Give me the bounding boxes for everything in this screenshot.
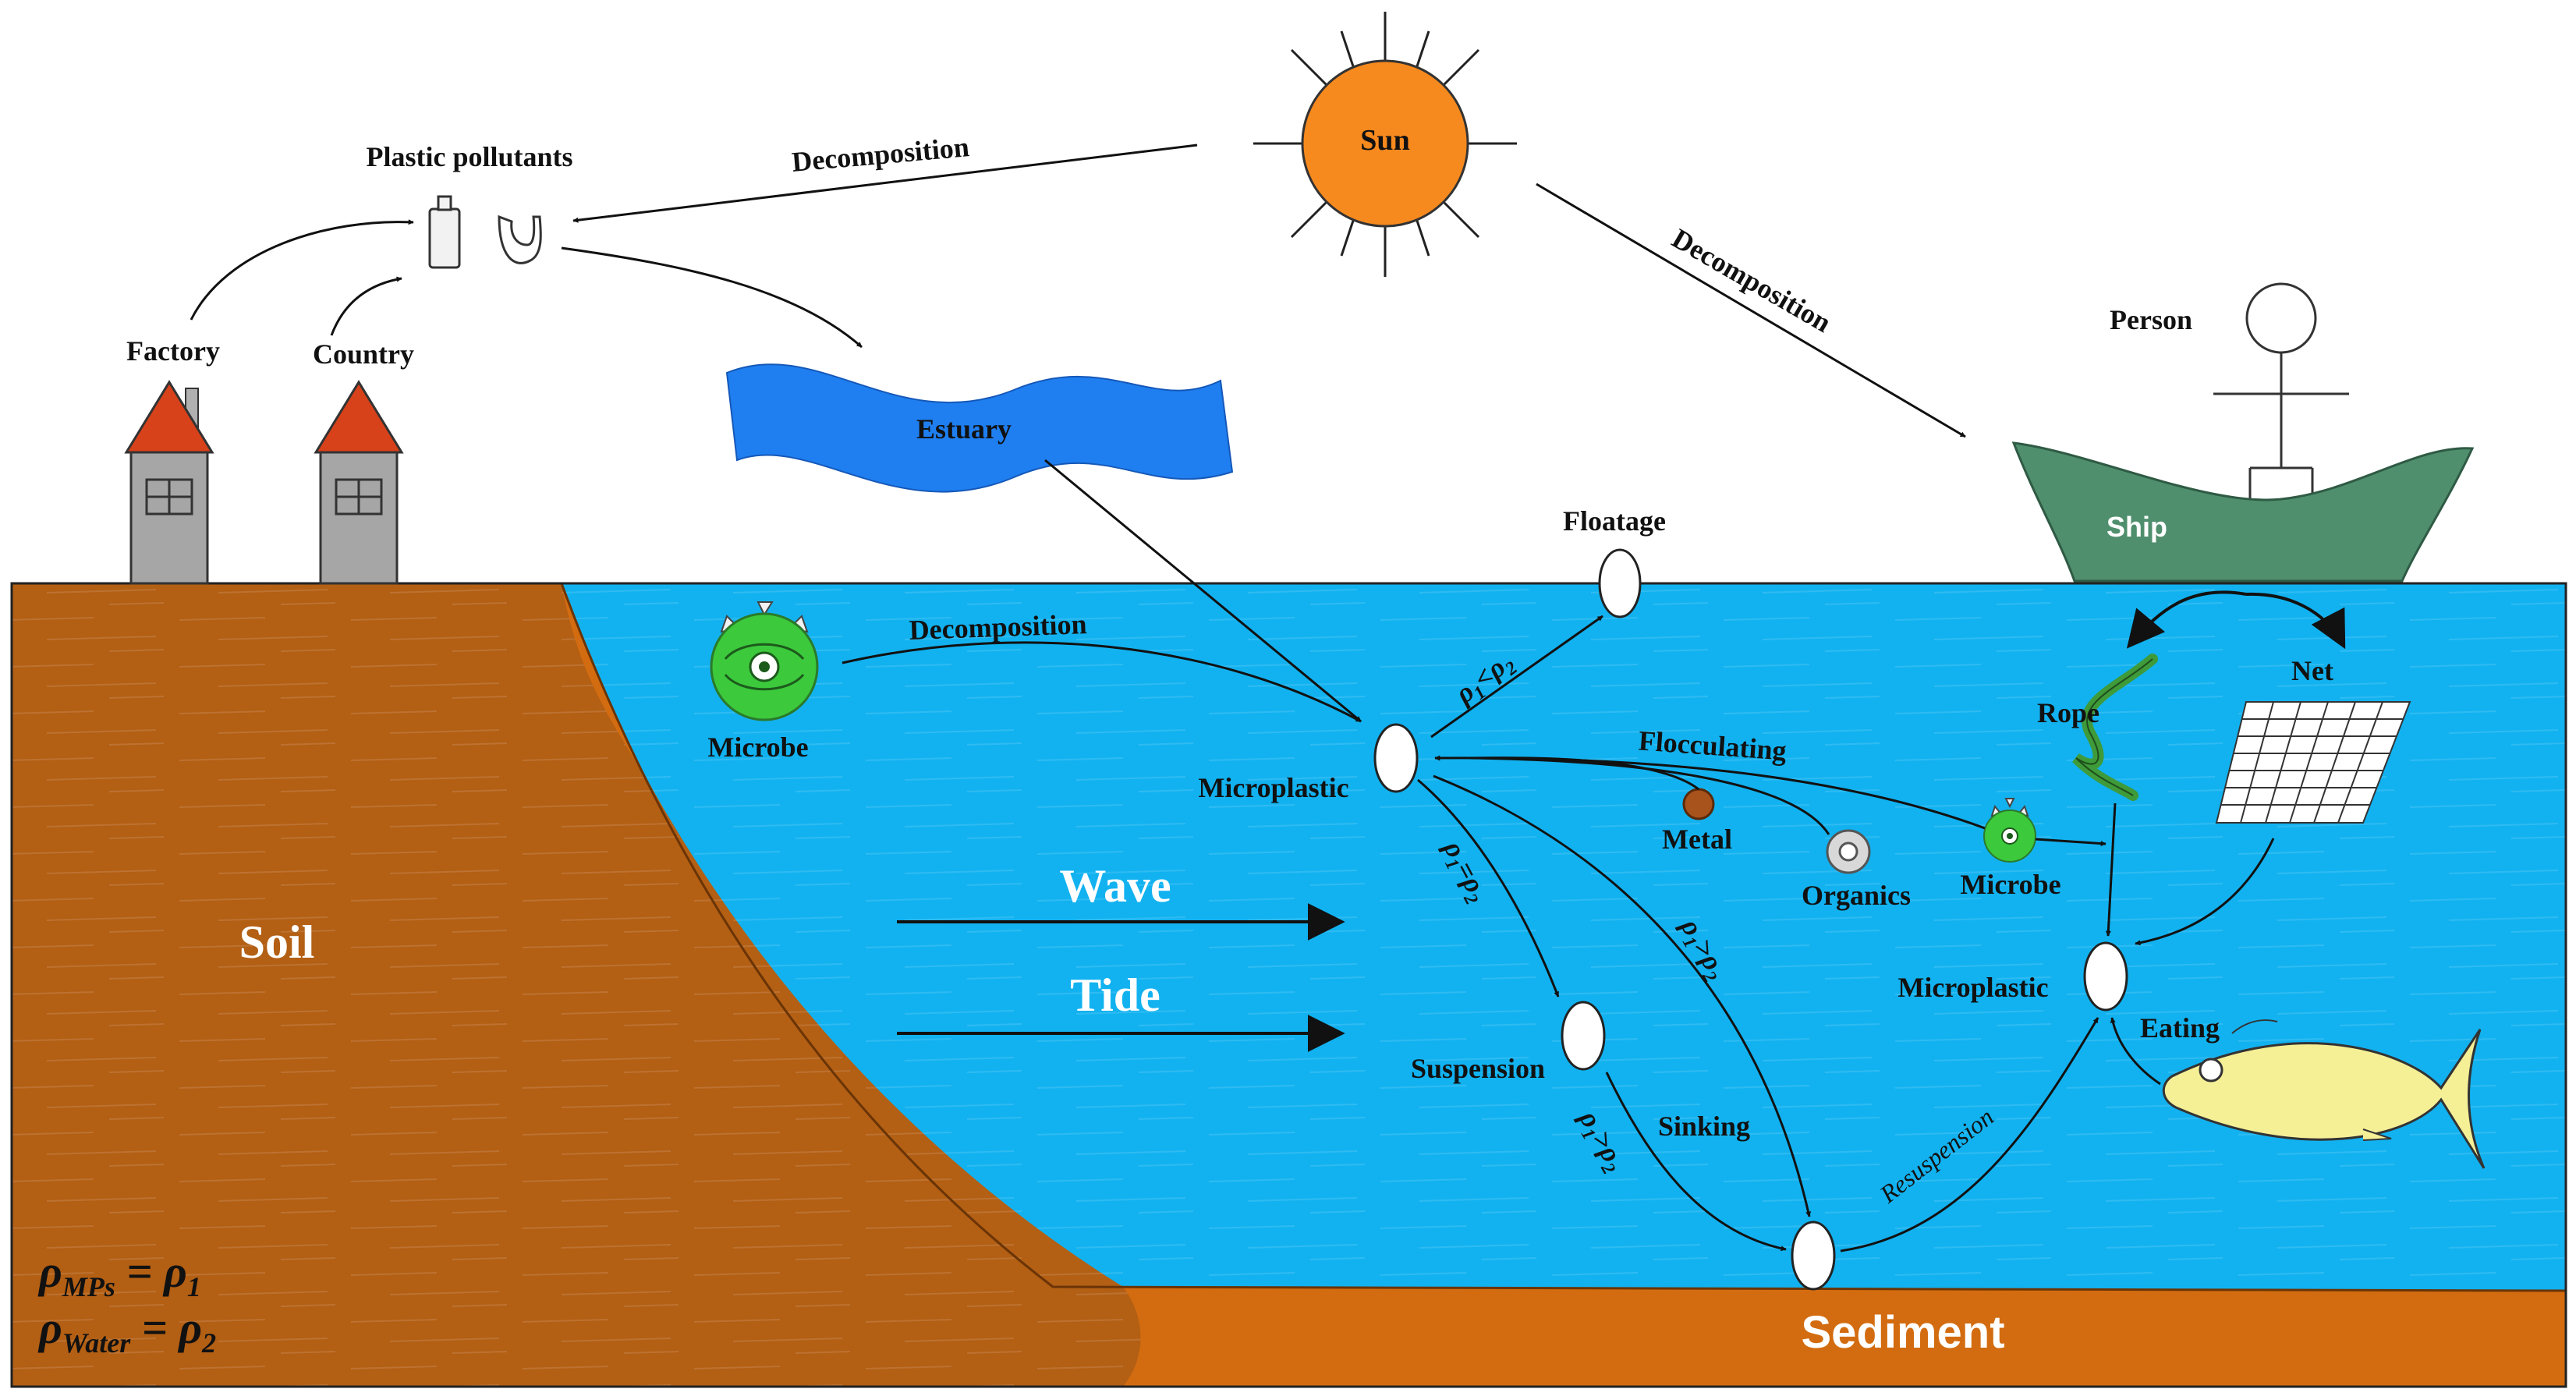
density-legend: ρMPs = ρ1 ρWater = ρ2 [37, 1246, 216, 1359]
arrow-sun-to-plastic [572, 143, 1198, 223]
arrow-suspension-to-sediment [1605, 1072, 1787, 1252]
factory-label: Factory [126, 335, 220, 367]
tide-label: Tide [1070, 969, 1160, 1021]
arrow-fish-eating [2110, 1017, 2161, 1086]
net-icon [2215, 701, 2411, 824]
country-house-icon [314, 380, 404, 585]
microbe-icon [710, 601, 819, 721]
microbe-small-icon [1983, 798, 2036, 863]
floatage-label: Floatage [1563, 505, 1666, 537]
sediment-label: Sediment [1801, 1307, 2004, 1358]
soil-label: Soil [239, 916, 315, 968]
estuary-label: Estuary [916, 413, 1012, 445]
factory-icon [124, 380, 214, 585]
plastic-bag-icon [498, 214, 542, 264]
ship-hull [2011, 441, 2475, 583]
metal-label: Metal [1662, 824, 1732, 855]
net-label: Net [2291, 655, 2333, 686]
arrow-microbe-to-rope [2035, 838, 2107, 847]
arrow-estuary-to-microplastic [1044, 459, 1362, 723]
eating-label: Eating [2140, 1012, 2220, 1043]
arrow-microplastic-to-suspension [1417, 778, 1560, 997]
floatage-particle [1598, 548, 1642, 618]
flow-arrows [190, 143, 2346, 1253]
decomposition-water-label: Decomposition [909, 608, 1087, 646]
arrow-plastic-to-estuary [561, 246, 863, 349]
arrow-country-to-plastic [330, 276, 402, 336]
microplastic-right-particle [2083, 941, 2128, 1012]
arrow-microbe-to-microplastic [842, 641, 1362, 723]
microplastic-center-label: Microplastic [1198, 772, 1348, 803]
suspension-particle [1561, 1001, 1606, 1071]
fish-icon [2162, 1019, 2486, 1169]
organics-particle [1826, 829, 1871, 874]
arrow-ship-to-rope [2126, 590, 2247, 649]
decomposition-top-label: Decomposition [791, 131, 971, 178]
person-label: Person [2110, 304, 2192, 335]
arrow-microplastic-to-sediment [1433, 774, 1812, 1217]
arrow-resuspension [1840, 1017, 2099, 1253]
sediment-particle [1791, 1221, 1836, 1291]
microplastic-right-label: Microplastic [1897, 972, 2048, 1003]
plastic-pollutants-label: Plastic pollutants [366, 141, 572, 172]
arrow-rope-to-microplastic [2105, 803, 2117, 937]
arrow-microplastic-to-floatage [1430, 615, 1603, 739]
wave-label: Wave [1059, 860, 1171, 912]
estuary-band [725, 363, 1234, 493]
person-icon [2213, 282, 2349, 499]
country-label: Country [313, 338, 414, 370]
arrow-net-to-microplastic [2135, 838, 2275, 946]
arrow-ship-to-net [2245, 592, 2346, 650]
arrow-factory-to-plastic [190, 219, 414, 321]
sinking-label: Sinking [1658, 1111, 1750, 1142]
legend-line-mps: ρMPs = ρ1 [37, 1246, 201, 1302]
organics-label: Organics [1802, 880, 1911, 911]
decomposition-diagonal-label: Decomposition [1667, 222, 1836, 338]
arrow-flocculating [1434, 755, 1986, 830]
metal-particle [1682, 788, 1715, 820]
sun-label: Sun [1360, 124, 1409, 157]
legend-line-water: ρWater = ρ2 [37, 1302, 216, 1359]
microbe-left-label: Microbe [707, 732, 808, 763]
rope-label: Rope [2037, 697, 2099, 728]
plastic-bottle-icon [428, 195, 461, 269]
suspension-label: Suspension [1411, 1053, 1545, 1084]
sun-icon [1253, 12, 1517, 277]
arrow-sun-to-ship [1536, 182, 1966, 438]
ship-label: Ship [2107, 511, 2167, 543]
microplastic-center-particle [1373, 723, 1419, 793]
microbe-right-label: Microbe [1960, 869, 2060, 900]
